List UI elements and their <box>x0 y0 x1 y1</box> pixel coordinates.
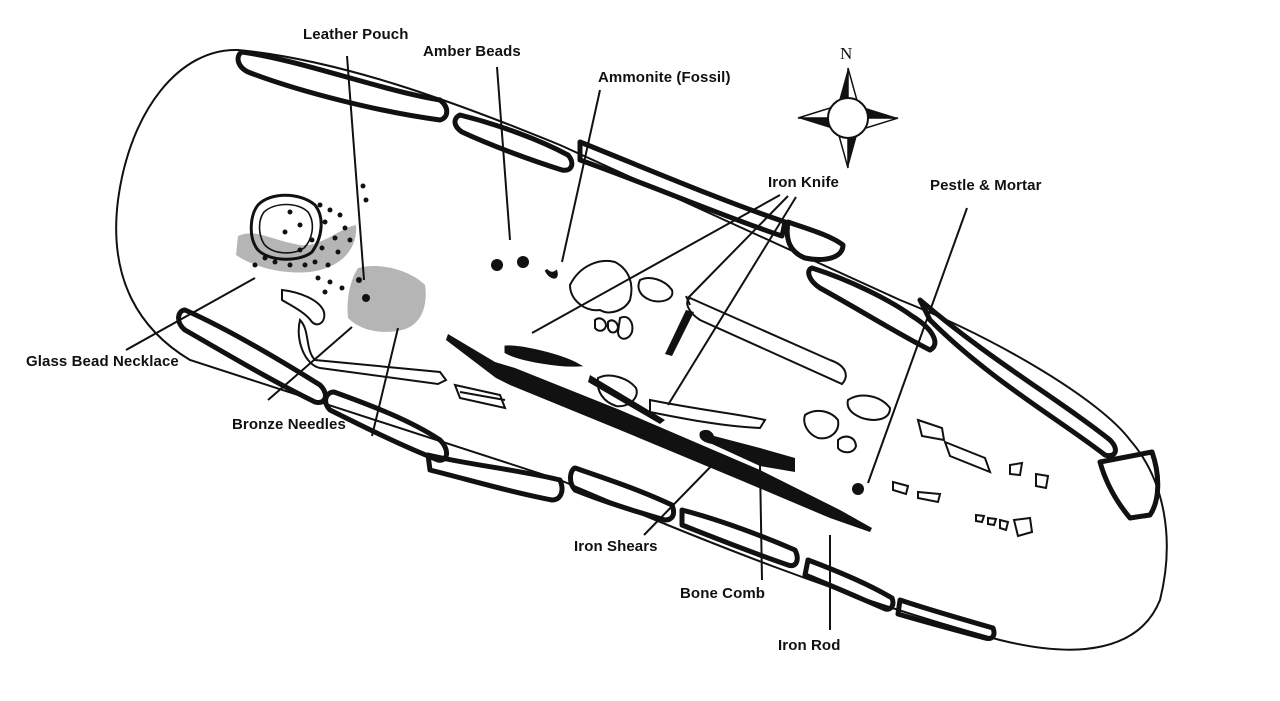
label-bone-comb: Bone Comb <box>680 585 766 602</box>
label-iron-rod: Iron Rod <box>778 637 841 654</box>
ammonite <box>544 268 558 279</box>
compass-north-label: N <box>840 44 853 63</box>
glass-beads <box>252 183 370 302</box>
vertebrae-outline <box>281 288 326 326</box>
foot-bones <box>803 394 1050 538</box>
iron-rod <box>446 334 872 532</box>
label-ammonite: Ammonite (Fossil) <box>598 69 731 86</box>
label-pointer-lines <box>125 55 968 630</box>
femur <box>686 296 847 386</box>
iron-knife-blade-3 <box>665 310 694 356</box>
pelvis-bones <box>568 260 674 340</box>
label-bronze-needles: Bronze Needles <box>232 416 346 433</box>
pestle-mortar <box>852 483 864 495</box>
soil-stains <box>236 225 426 332</box>
stone-lining-top <box>235 49 1161 521</box>
grave-outline <box>115 48 1168 651</box>
arm-bones <box>297 318 507 410</box>
label-amber-beads: Amber Beads <box>423 43 521 60</box>
skull-outline <box>249 193 323 261</box>
label-iron-shears: Iron Shears <box>574 538 658 555</box>
label-pestle-mortar: Pestle & Mortar <box>930 177 1042 194</box>
label-iron-knife: Iron Knife <box>768 174 839 191</box>
compass-rose-icon <box>797 67 899 169</box>
iron-shears <box>699 429 795 472</box>
stone-lining-bottom <box>176 307 997 641</box>
label-glass-bead-necklace: Glass Bead Necklace <box>26 353 179 370</box>
label-leather-pouch: Leather Pouch <box>303 26 409 43</box>
amber-beads <box>491 256 529 271</box>
iron-knife-blade-2 <box>588 375 665 424</box>
iron-knife-blade-1 <box>504 345 584 367</box>
